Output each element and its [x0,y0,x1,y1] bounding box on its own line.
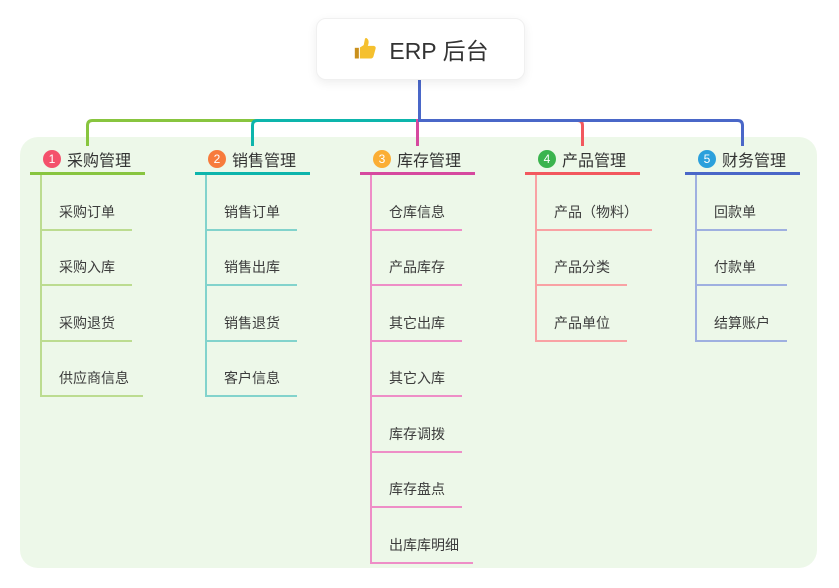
branch-topic[interactable]: 4 产品管理 [525,146,640,175]
branch-2: 2 销售管理销售订单销售出库销售退货客户信息 [195,146,310,397]
child-node[interactable]: 仓库信息 [372,175,462,231]
child-node[interactable]: 客户信息 [207,342,297,397]
child-node[interactable]: 其它入库 [372,342,462,397]
root-label: ERP 后台 [389,38,489,64]
branch-number-badge: 4 [538,150,556,168]
branches-panel [20,137,817,568]
branch-children: 销售订单销售出库销售退货客户信息 [205,175,310,397]
child-node[interactable]: 产品单位 [537,286,627,342]
branch-number-badge: 5 [698,150,716,168]
branch-5: 5 财务管理回款单付款单结算账户 [685,146,800,342]
branch-number-badge: 3 [373,150,391,168]
branch-label: 销售管理 [232,153,297,170]
child-node[interactable]: 采购订单 [42,175,132,231]
child-node[interactable]: 库存盘点 [372,453,462,508]
child-node[interactable]: 销售退货 [207,286,297,342]
child-node[interactable]: 结算账户 [697,286,787,342]
branch-topic[interactable]: 2 销售管理 [195,146,310,175]
child-node[interactable]: 其它出库 [372,286,462,342]
child-node[interactable]: 产品分类 [537,231,627,286]
branch-topic[interactable]: 1 采购管理 [30,146,145,175]
child-node[interactable]: 产品（物料） [537,175,652,231]
child-node[interactable]: 供应商信息 [42,342,143,397]
branch-children: 产品（物料）产品分类产品单位 [535,175,652,342]
branch-children: 采购订单采购入库采购退货供应商信息 [40,175,145,397]
branch-4: 4 产品管理产品（物料）产品分类产品单位 [525,146,652,342]
child-node[interactable]: 产品库存 [372,231,462,286]
branch-children: 回款单付款单结算账户 [695,175,800,342]
branch-1: 1 采购管理采购订单采购入库采购退货供应商信息 [30,146,145,397]
branch-children: 仓库信息产品库存其它出库其它入库库存调拨库存盘点出库库明细 [370,175,475,564]
child-node[interactable]: 销售出库 [207,231,297,286]
branch-number-badge: 1 [43,150,61,168]
child-node[interactable]: 采购入库 [42,231,132,286]
child-node[interactable]: 采购退货 [42,286,132,342]
branch-topic[interactable]: 5 财务管理 [685,146,800,175]
root-node[interactable]: ERP 后台 [316,18,525,80]
child-node[interactable]: 库存调拨 [372,397,462,453]
branch-3: 3 库存管理仓库信息产品库存其它出库其它入库库存调拨库存盘点出库库明细 [360,146,475,564]
child-node[interactable]: 回款单 [697,175,787,231]
branch-label: 财务管理 [722,153,787,170]
branch-number-badge: 2 [208,150,226,168]
child-node[interactable]: 出库库明细 [372,508,473,564]
branch-label: 产品管理 [562,153,627,170]
child-node[interactable]: 销售订单 [207,175,297,231]
thumbs-up-icon [352,36,379,63]
branch-label: 采购管理 [67,153,132,170]
branch-topic[interactable]: 3 库存管理 [360,146,475,175]
branch-label: 库存管理 [397,153,462,170]
child-node[interactable]: 付款单 [697,231,787,286]
